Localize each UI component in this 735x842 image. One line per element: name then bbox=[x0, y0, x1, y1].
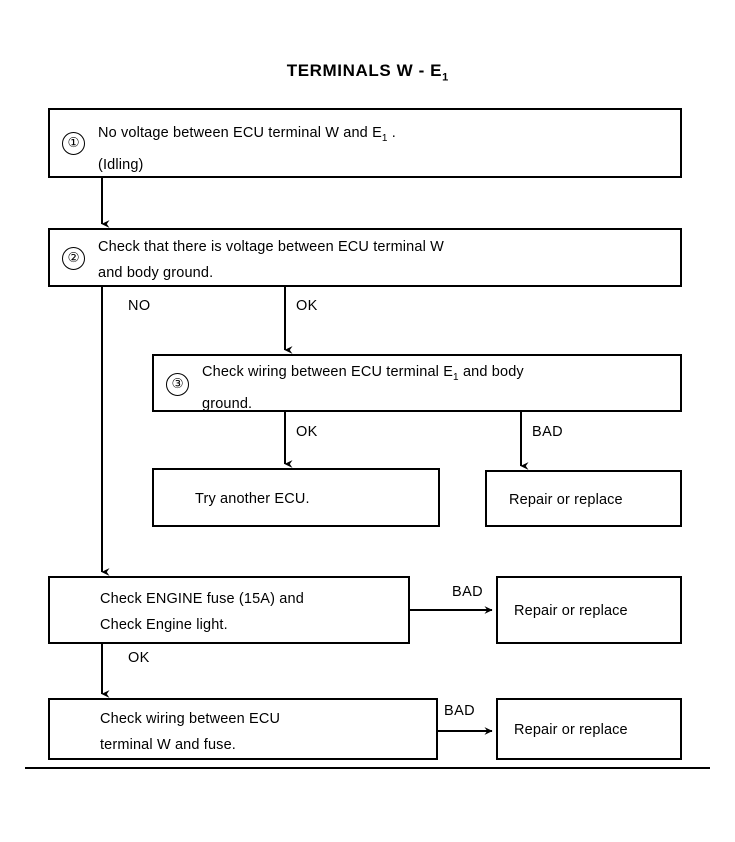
node-engine-fuse-line2: Check Engine light. bbox=[100, 617, 228, 633]
step-number-3: ③ bbox=[166, 373, 189, 396]
node-repair-or-replace-2-label: Repair or replace bbox=[514, 603, 628, 619]
node-step2-line2: and body ground. bbox=[98, 265, 214, 281]
node-wiring-w-fuse-text: Check wiring between ECU terminal W and f… bbox=[100, 706, 280, 758]
edge-label-step2-ok: OK bbox=[296, 298, 318, 314]
node-repair-or-replace-1-label: Repair or replace bbox=[509, 492, 623, 508]
node-wiring-w-fuse-line2: terminal W and fuse. bbox=[100, 737, 236, 753]
node-step1-line2: (Idling) bbox=[98, 156, 144, 173]
node-wiring-w-fuse-line1: Check wiring between ECU bbox=[100, 711, 281, 727]
page-title: TERMINALS W - E1 bbox=[0, 61, 735, 83]
node-step1-text: No voltage between ECU terminal W and E1… bbox=[98, 120, 396, 178]
node-step1-line1-sub: 1 bbox=[381, 132, 388, 144]
node-repair-or-replace-1: Repair or replace bbox=[485, 470, 682, 527]
node-step2-text: Check that there is voltage between ECU … bbox=[98, 234, 444, 286]
step-number-1: ① bbox=[62, 132, 85, 155]
node-step1-line1-a: No voltage between ECU terminal W and E bbox=[98, 125, 382, 141]
step-number-2: ② bbox=[62, 247, 85, 270]
node-step3-line1-sub: 1 bbox=[453, 371, 459, 383]
node-try-another-ecu-label: Try another ECU. bbox=[195, 491, 310, 507]
edge-label-step3-ok: OK bbox=[296, 424, 318, 440]
node-step1: ① No voltage between ECU terminal W and … bbox=[48, 108, 682, 178]
edge-label-engine-fuse-bad: BAD bbox=[452, 584, 484, 600]
node-engine-fuse-line1: Check ENGINE fuse (15A) and bbox=[100, 591, 304, 607]
node-step3: ③ Check wiring between ECU terminal E1 a… bbox=[152, 354, 682, 412]
node-step2-line1: Check that there is voltage between ECU … bbox=[98, 239, 444, 255]
page-title-text: TERMINALS W - E bbox=[286, 61, 443, 80]
page-title-subscript: 1 bbox=[442, 71, 449, 84]
node-step2: ② Check that there is voltage between EC… bbox=[48, 228, 682, 287]
footer-divider bbox=[25, 767, 710, 769]
node-step3-line1-b: and body bbox=[458, 364, 524, 380]
node-step1-line1-b: . bbox=[387, 125, 396, 141]
node-repair-or-replace-2: Repair or replace bbox=[496, 576, 682, 644]
node-step3-line2: ground. bbox=[202, 395, 253, 412]
node-step3-line1-a: Check wiring between ECU terminal E bbox=[202, 364, 454, 380]
node-repair-or-replace-3: Repair or replace bbox=[496, 698, 682, 760]
node-try-another-ecu: Try another ECU. bbox=[152, 468, 440, 527]
edge-label-engine-fuse-ok: OK bbox=[128, 650, 150, 666]
node-step3-text: Check wiring between ECU terminal E1 and… bbox=[202, 359, 524, 417]
edge-label-step2-no: NO bbox=[128, 298, 151, 314]
node-wiring-w-fuse-check: Check wiring between ECU terminal W and f… bbox=[48, 698, 438, 760]
edge-label-step3-bad: BAD bbox=[532, 424, 564, 440]
edge-label-wiring-bad: BAD bbox=[444, 703, 476, 719]
node-repair-or-replace-3-label: Repair or replace bbox=[514, 722, 628, 738]
